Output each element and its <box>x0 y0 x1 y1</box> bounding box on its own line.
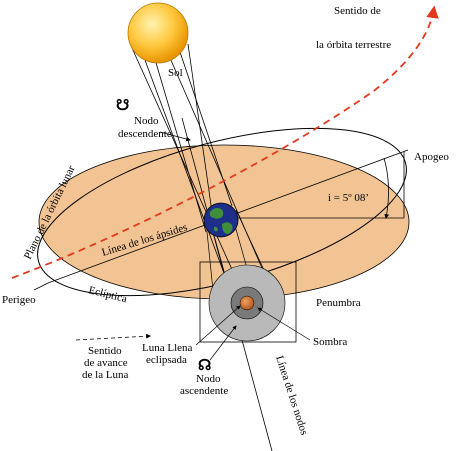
luna-llena-pointer <box>195 305 241 346</box>
sun <box>127 2 189 64</box>
descending-node-label-1: Nodo <box>134 115 159 127</box>
moon-direction-arrow <box>75 333 151 341</box>
sombra-pointer <box>257 307 311 341</box>
descending-node-label-2: descendente <box>118 128 172 140</box>
moon-direction-label-1: Sentido <box>88 345 122 357</box>
inclination-label: i = 5º 08’ <box>328 192 369 204</box>
orbit-direction-label-1: Sentido de <box>334 5 381 17</box>
descending-node-marker <box>159 131 191 142</box>
eclipse-inset-box <box>199 261 297 343</box>
earth-orbit-path <box>11 5 439 279</box>
ascending-node-symbol: ☊ <box>198 358 211 374</box>
eclipsed-moon <box>239 295 255 311</box>
shadow-label: Sombra <box>313 336 347 348</box>
penumbra-label: Penumbra <box>316 297 361 309</box>
ascending-node-label-2: ascendente <box>180 385 228 397</box>
ecliptic-label: Eclíptica <box>87 284 128 305</box>
nodes-line-label: Línea de los nodos <box>273 354 310 436</box>
earth <box>203 202 239 238</box>
inclination-arc <box>383 157 390 219</box>
orbit-direction-label-2: la órbita terrestre <box>316 39 391 51</box>
sun-rays <box>131 43 277 301</box>
sun-label: Sol <box>168 67 183 79</box>
moon-direction-label-2: de avance <box>84 357 128 369</box>
apogee-label: Apogeo <box>414 151 449 163</box>
perigee-pointer <box>33 282 49 291</box>
eclipsed-moon-label-1: Luna Llena <box>142 342 193 354</box>
ascending-node-pointer <box>209 325 237 361</box>
perigee-label: Perigeo <box>2 294 36 306</box>
eclipsed-moon-label-2: eclipsada <box>146 354 187 366</box>
ascending-node-label-1: Nodo <box>196 373 221 385</box>
descending-node-symbol: ☋ <box>116 98 129 114</box>
moon-direction-label-3: de la Luna <box>82 369 129 381</box>
